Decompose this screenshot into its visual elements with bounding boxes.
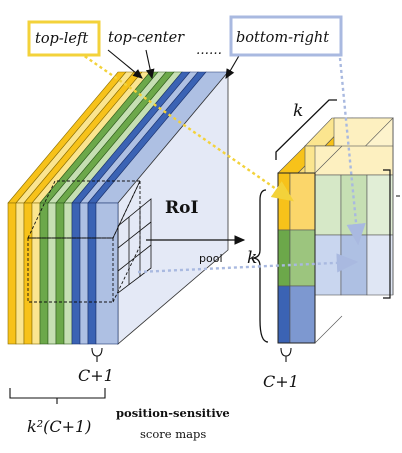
- c-plus-1-right-label: C+1: [263, 372, 299, 391]
- slice-front: [31, 202, 41, 345]
- c-plus-1-brace-right: [280, 347, 292, 362]
- top-left-box: [27, 20, 101, 57]
- slice-front: [63, 202, 73, 345]
- top-center-label: top-center: [108, 30, 185, 46]
- k-top-brace: [275, 99, 337, 160]
- ellipsis-label: ……: [196, 43, 222, 58]
- cube-front-cell: [277, 172, 291, 231]
- bottom-right-pointer: [225, 53, 241, 79]
- slice-front: [47, 202, 57, 345]
- cube-front-cell: [277, 285, 291, 344]
- top-center-pointer: [145, 49, 155, 80]
- cube-back-cell: [340, 174, 368, 236]
- caption-bold: position-sensitive: [116, 406, 230, 420]
- bottom-right-flow-arrow-right: [137, 253, 359, 274]
- slice-front: [55, 202, 65, 345]
- right-bracket: [383, 169, 391, 299]
- slice-front: [7, 202, 17, 345]
- k-right-label: k: [247, 248, 257, 268]
- roi-grid: [117, 198, 152, 294]
- slice-front: [39, 202, 49, 345]
- slice-front: [71, 202, 81, 345]
- bottom-right-box: [229, 15, 343, 57]
- cube-back-cell: [314, 174, 342, 236]
- cube-front-outline: [277, 172, 316, 344]
- k-top-label: k: [293, 101, 303, 121]
- cube-back-cell: [314, 234, 342, 296]
- cube-front-cell: [289, 172, 316, 231]
- bottom-right-flow-arrow-down: [338, 57, 366, 246]
- slice-front: [87, 202, 97, 345]
- cube-front-cell: [277, 229, 291, 287]
- cube-back-cell: [366, 174, 394, 236]
- k2-brace: [9, 388, 106, 399]
- cube-front-cell: [289, 285, 316, 344]
- k-vertical-brace: [251, 189, 269, 343]
- roi-label: RoI: [165, 198, 198, 218]
- cube-back-cell: [314, 145, 394, 176]
- top-left-pointer: [107, 49, 143, 79]
- c-plus-1-brace-left: [91, 347, 103, 362]
- slice-front: [95, 202, 119, 345]
- slice-front: [79, 202, 89, 345]
- c-plus-1-left-label: C+1: [78, 366, 114, 385]
- pooled-output-cube: [277, 117, 394, 344]
- caption-normal: score maps: [140, 427, 206, 441]
- score-map-stack: [7, 70, 229, 345]
- cube-back-cell: [340, 234, 368, 296]
- cube-back-cell: [366, 234, 394, 296]
- top-left-label: top-left: [35, 31, 88, 47]
- k2-label: k²(C+1): [27, 417, 91, 436]
- bottom-right-label: bottom-right: [236, 30, 329, 46]
- slice-front: [15, 202, 25, 345]
- cube-front-cell: [289, 229, 316, 287]
- pool-label: pool: [199, 252, 223, 265]
